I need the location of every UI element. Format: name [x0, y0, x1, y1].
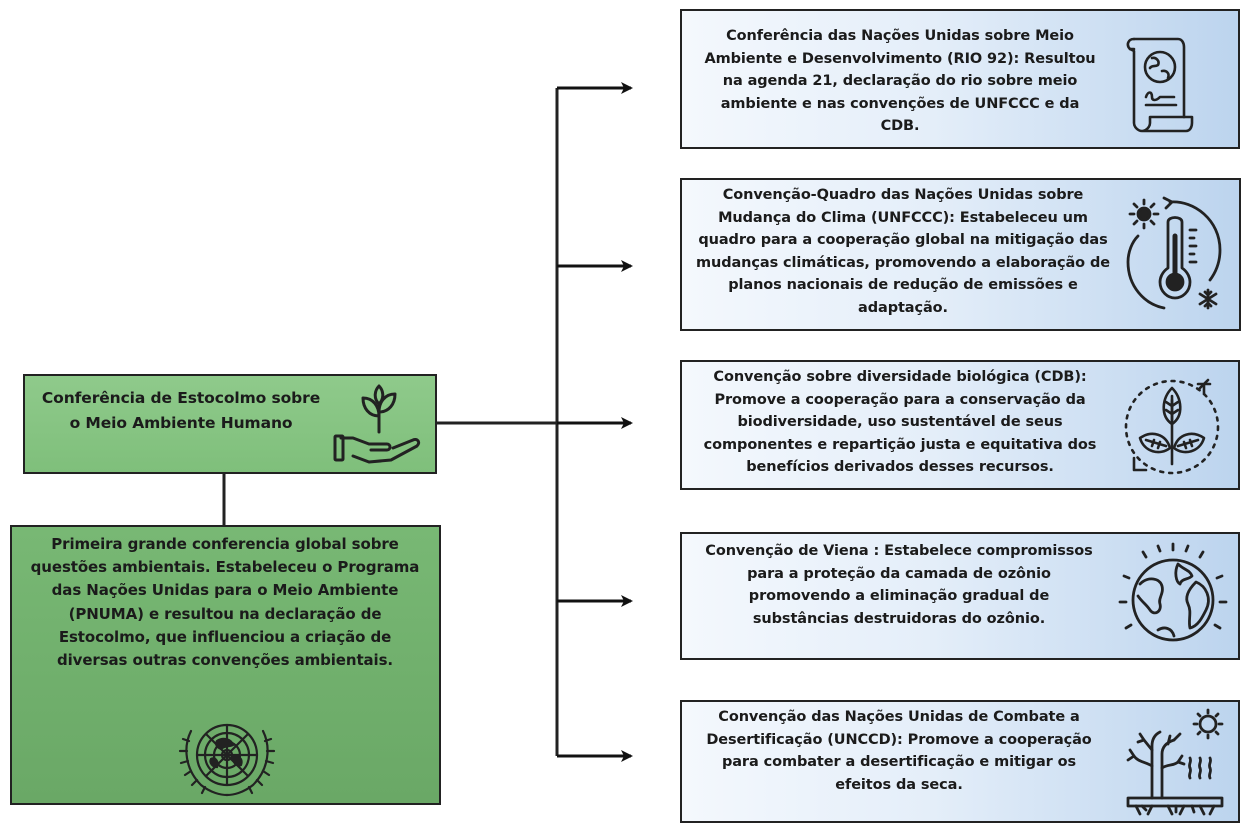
branch-node-viena: Convenção de Viena : Estabelece compromi…: [680, 532, 1240, 660]
branch-text-unfccc: Convenção-Quadro das Nações Unidas sobre…: [695, 187, 1111, 316]
branch-text-viena: Convenção de Viena : Estabelece compromi…: [705, 543, 1093, 627]
earth-ozone-icon: [1118, 542, 1228, 654]
root-detail-node: Primeira grande conferencia global sobre…: [10, 525, 441, 805]
thermometer-climate-icon: [1124, 196, 1228, 314]
branch-text-unccd: Convenção das Nações Unidas de Combate a…: [706, 709, 1092, 793]
branch-text-rio92: Conferência das Nações Unidas sobre Meio…: [704, 28, 1096, 134]
branch-text-cdb: Convenção sobre diversidade biológica (C…: [703, 369, 1097, 475]
root-node: Conferência de Estocolmo sobre o Meio Am…: [23, 374, 437, 474]
dry-tree-desert-icon: [1122, 706, 1228, 818]
root-detail-text: Primeira grande conferencia global sobre…: [30, 535, 420, 670]
branch-node-cdb: Convenção sobre diversidade biológica (C…: [680, 360, 1240, 490]
leaves-biodiversity-icon: [1120, 374, 1224, 480]
branch-node-unccd: Convenção das Nações Unidas de Combate a…: [680, 700, 1240, 823]
branch-node-rio92: Conferência das Nações Unidas sobre Meio…: [680, 9, 1240, 149]
un-emblem-icon: [177, 711, 277, 799]
globe-document-icon: [1120, 27, 1196, 135]
root-node-title: Conferência de Estocolmo sobre o Meio Am…: [41, 389, 321, 432]
branch-node-unfccc: Convenção-Quadro das Nações Unidas sobre…: [680, 178, 1241, 331]
plant-in-hand-icon: [333, 384, 425, 466]
